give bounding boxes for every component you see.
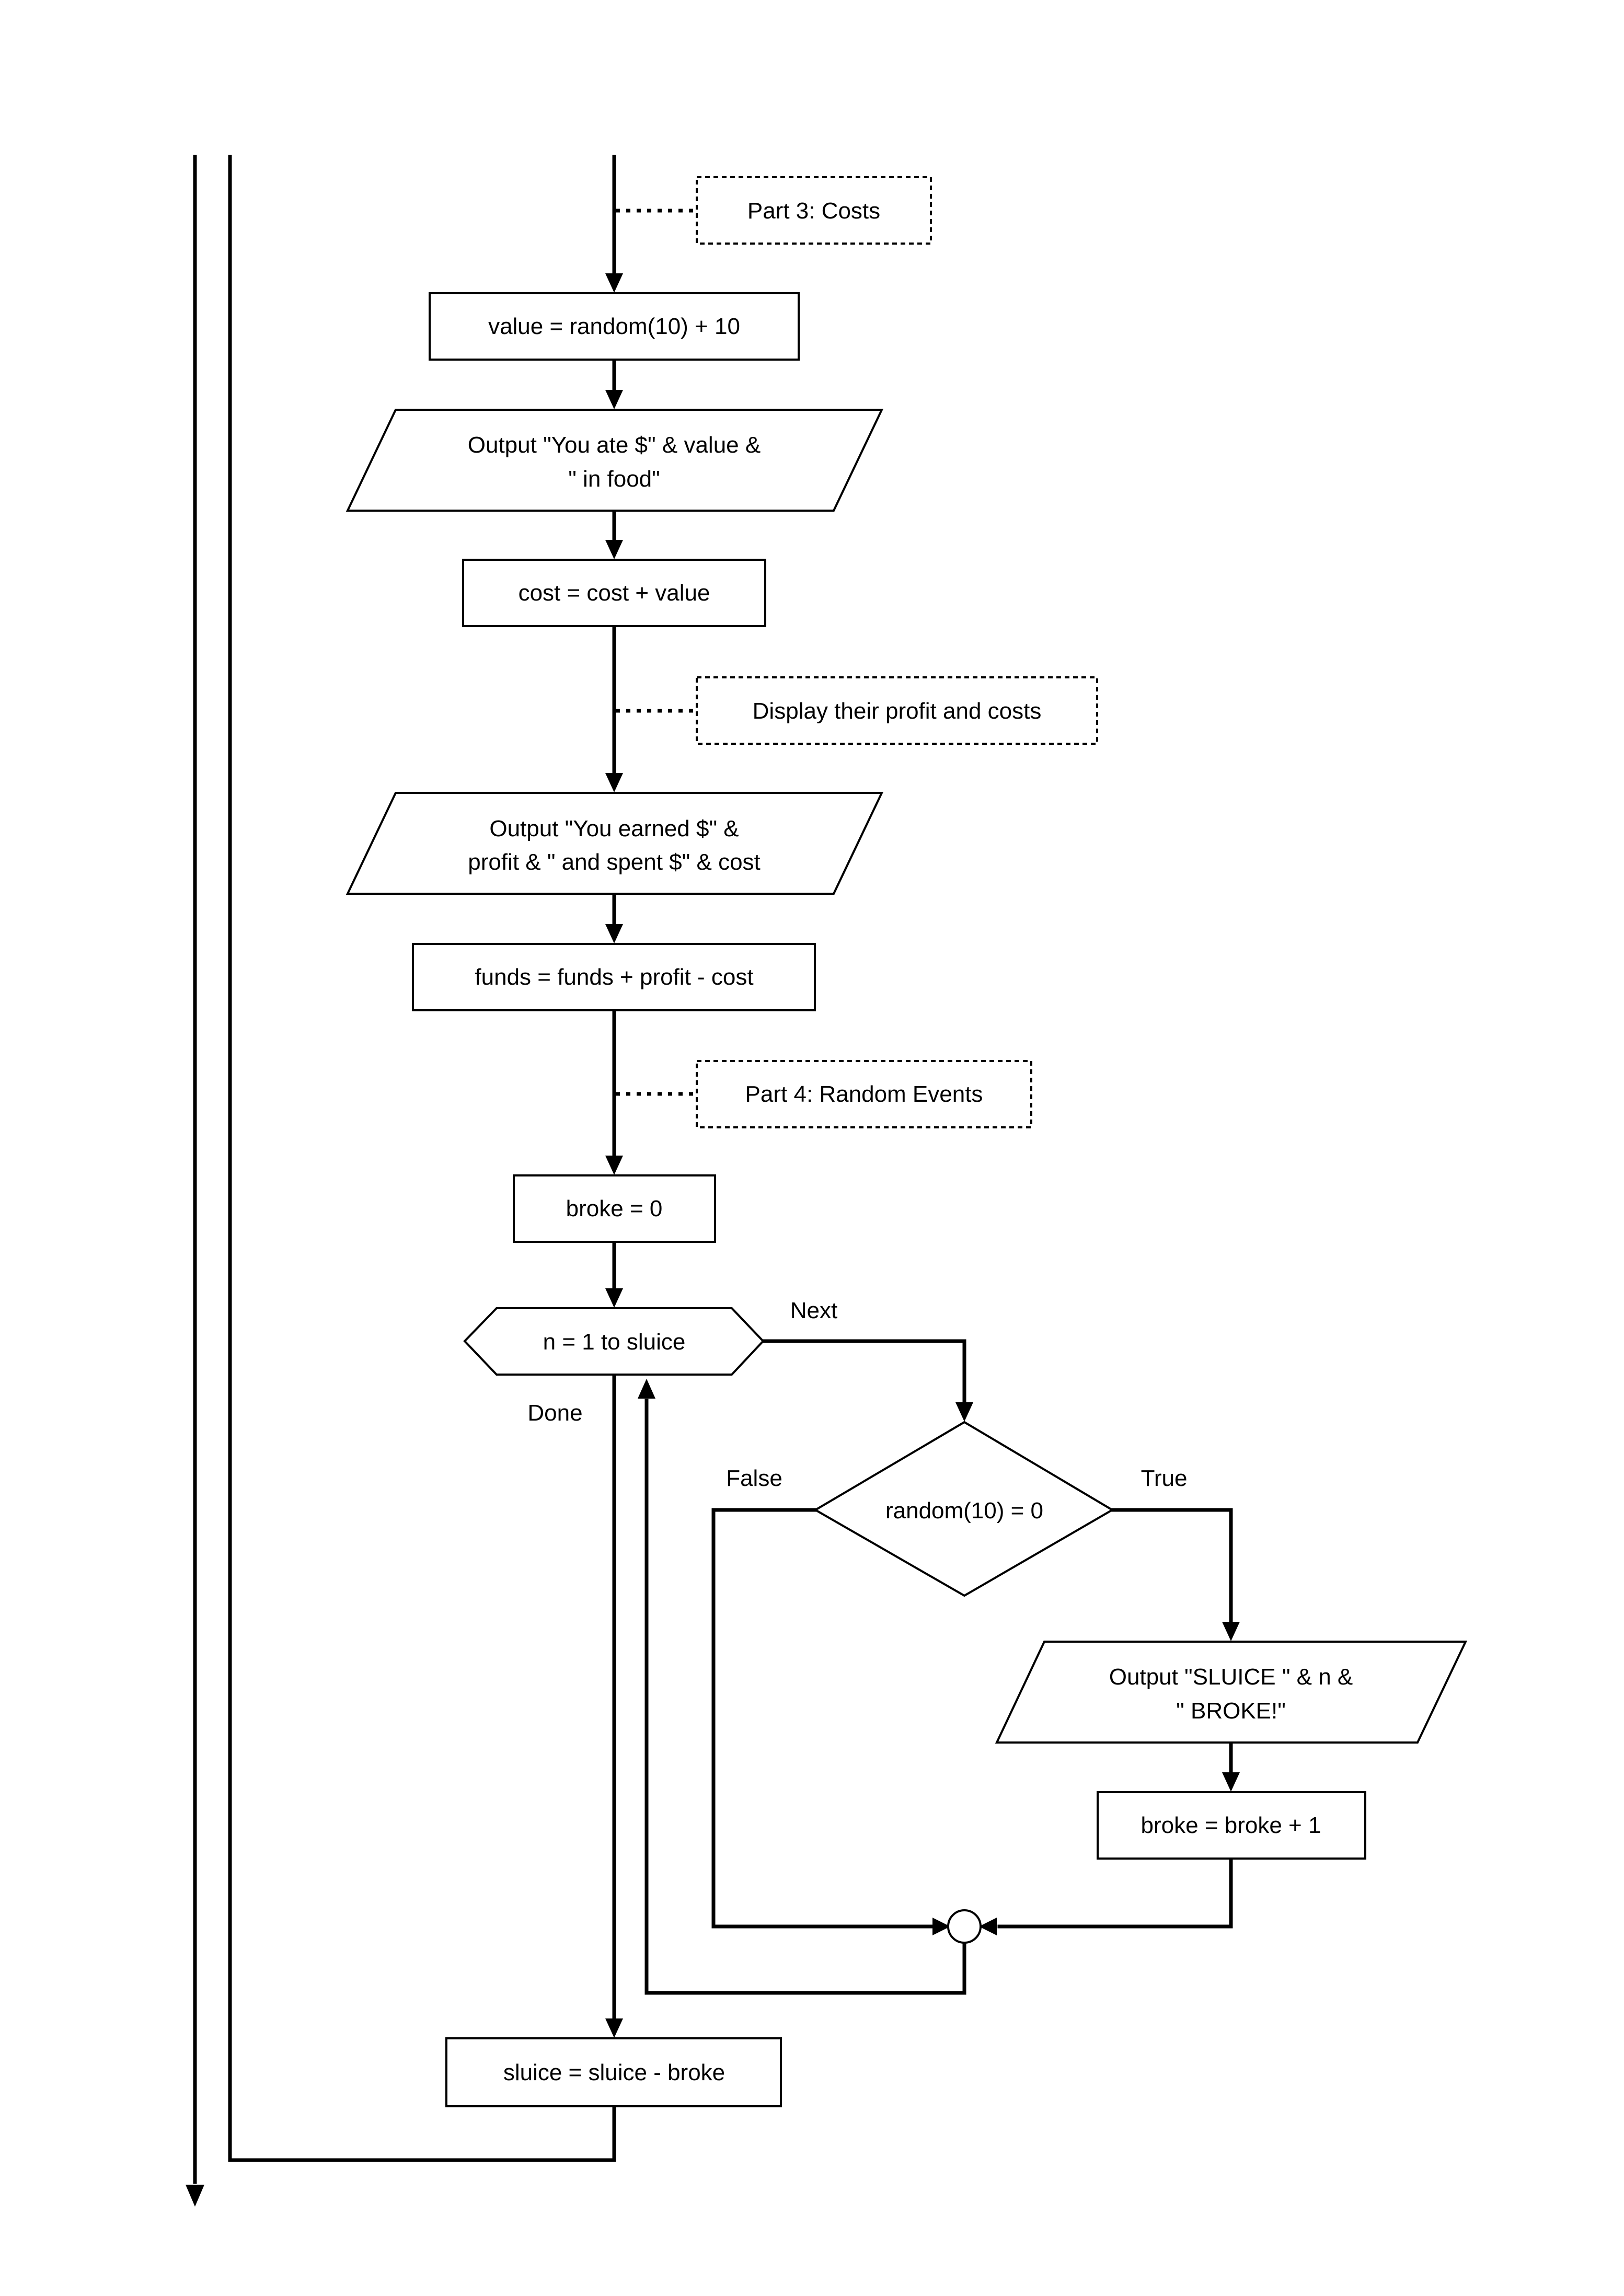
node-sluice-assign: sluice = sluice - broke [445,2037,782,2107]
arrowhead-merge-right [979,1918,997,1935]
loop-connectors [638,1339,1240,1995]
node-decision-text: random(10) = 0 [885,1498,1043,1524]
merge-connector [947,1909,982,1944]
arrowhead-cost [605,540,623,559]
arrowhead-sluice [605,2018,623,2038]
comment-part4: Part 4: Random Events [616,1060,1032,1128]
node-cost-assign-text: cost = cost + value [519,580,710,606]
node-output-earned: Output "You earned $" & profit & " and s… [345,792,884,895]
node-broke-inc-text: broke = broke + 1 [1141,1813,1321,1838]
node-output-food-shape [345,409,884,512]
comment-part4-box [696,1060,1032,1128]
arrowhead-output-broke [1222,1622,1240,1641]
arrowhead-broke-inc [1222,1772,1240,1792]
node-cost-assign-box [462,559,766,627]
node-output-earned-text-1: Output "You earned $" & [489,816,739,841]
comment-part3-text: Part 3: Costs [747,198,880,224]
node-output-broke-text-1: Output "SLUICE " & n & [1109,1664,1353,1690]
node-funds-assign: funds = funds + profit - cost [412,943,816,1011]
node-broke-init-box [513,1174,716,1243]
inner-left-return-line [228,155,616,2162]
comment-part4-text: Part 4: Random Events [745,1081,983,1107]
node-funds-assign-box [412,943,816,1011]
node-sluice-assign-text: sluice = sluice - broke [503,2060,725,2085]
connector-loop-next [761,1339,966,1403]
arrowhead-broke-init [605,1156,623,1175]
node-value-assign: value = random(10) + 10 [429,292,800,361]
node-decision: random(10) = 0 [813,1421,1114,1597]
arrowhead-funds [605,924,623,943]
outer-left-arrowhead [186,2185,204,2207]
branch-labels: Next Done False True [527,1298,1187,1491]
node-broke-init: broke = 0 [513,1174,716,1243]
node-output-food: Output "You ate $" & value & " in food" [345,409,884,512]
arrowhead-loop [605,1288,623,1308]
node-sluice-assign-box [445,2037,782,2107]
comment-part3: Part 3: Costs [616,176,932,245]
arrowhead-loop-return [638,1379,655,1399]
label-false: False [726,1466,782,1491]
node-value-assign-box [429,292,800,361]
node-output-food-text-1: Output "You ate $" & value & [468,432,761,458]
node-value-assign-text: value = random(10) + 10 [488,314,740,339]
arrowhead-value [605,273,623,293]
outer-flow-lines [186,155,616,2207]
node-loop-text: n = 1 to sluice [543,1329,686,1355]
node-loop: n = 1 to sluice [463,1307,765,1376]
connector-decision-true [1110,1508,1233,1622]
label-true: True [1141,1466,1188,1491]
arrowhead-output-food [605,390,623,409]
main-connectors [605,155,623,2038]
node-broke-inc-box [1097,1791,1366,1860]
node-cost-assign: cost = cost + value [462,559,766,627]
node-output-broke-shape [995,1641,1468,1744]
connector-decision-false [711,1508,940,1929]
node-output-broke-text-2: " BROKE!" [1176,1698,1286,1724]
label-next: Next [790,1298,837,1323]
comment-part3-box [696,176,932,245]
arrowhead-merge-left [932,1918,950,1935]
comment-display: Display their profit and costs [616,676,1098,745]
node-loop-hexagon [463,1307,765,1376]
arrowhead-output-earned [605,773,623,792]
node-output-earned-text-2: profit & " and spent $" & cost [468,849,761,875]
node-output-food-text-2: " in food" [568,466,660,492]
comment-display-box [696,676,1098,745]
connector-merge-back-to-loop [644,1399,966,1995]
node-output-earned-shape [345,792,884,895]
comment-display-text: Display their profit and costs [753,698,1042,724]
connector-broke-inc-to-merge [997,1856,1233,1929]
node-broke-inc: broke = broke + 1 [1097,1791,1366,1860]
arrowhead-decision [955,1402,973,1422]
label-done: Done [527,1400,582,1426]
node-funds-assign-text: funds = funds + profit - cost [475,964,753,990]
node-output-broke: Output "SLUICE " & n & " BROKE!" [995,1641,1468,1744]
node-broke-init-text: broke = 0 [566,1196,663,1221]
node-decision-diamond [813,1421,1114,1597]
